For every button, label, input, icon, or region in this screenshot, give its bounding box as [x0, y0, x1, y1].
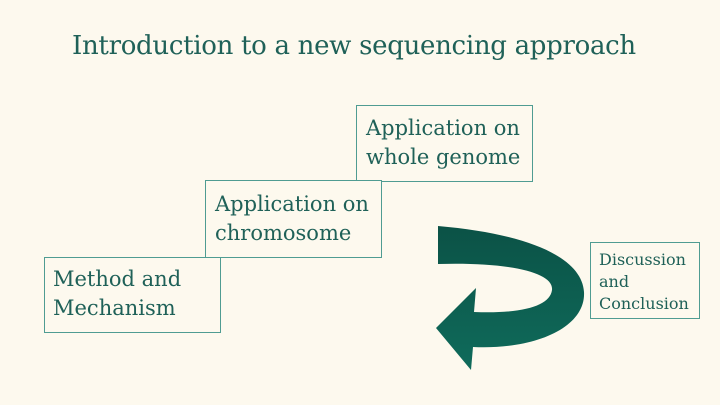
step-box-chromosome-line1: Application on [215, 192, 369, 216]
step-box-whole-genome-line2: whole genome [366, 145, 521, 169]
step-box-chromosome-line2: chromosome [215, 221, 352, 245]
step-box-method: Method and Mechanism [44, 257, 221, 333]
step-box-method-line2: Mechanism [53, 296, 176, 320]
step-box-discussion-line2: and [599, 272, 630, 291]
step-box-discussion: Discussion and Conclusion [590, 242, 700, 319]
step-box-discussion-line3: Conclusion [599, 294, 689, 313]
step-box-whole-genome: Application on whole genome [356, 105, 533, 182]
step-box-whole-genome-line1: Application on [366, 116, 520, 140]
slide-title: Introduction to a new sequencing approac… [72, 31, 636, 61]
curved-arrow-shape [436, 226, 585, 370]
step-box-method-line1: Method and [53, 267, 182, 291]
step-box-chromosome: Application on chromosome [205, 180, 382, 258]
step-box-discussion-line1: Discussion [599, 250, 686, 269]
